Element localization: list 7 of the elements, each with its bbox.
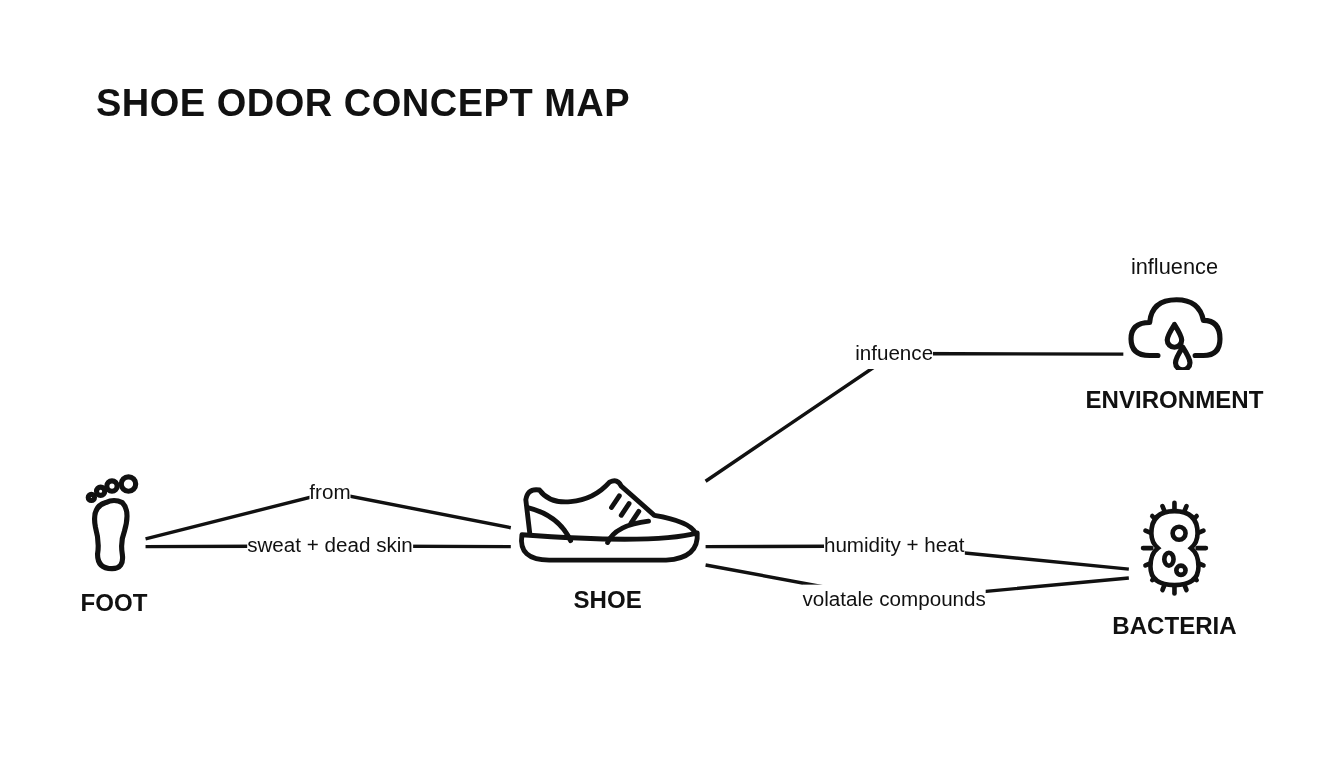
node-caption: influence	[1130, 253, 1219, 279]
edge-label: sweat + dead skin	[247, 534, 413, 557]
edge-label: volatale compounds	[802, 587, 986, 611]
edge-label: humidity + heat	[823, 534, 965, 557]
edge-label: infuence	[855, 341, 934, 365]
diagram-title: SHOE ODOR CONCEPT MAP	[96, 82, 631, 125]
edge-label: from	[309, 480, 351, 504]
